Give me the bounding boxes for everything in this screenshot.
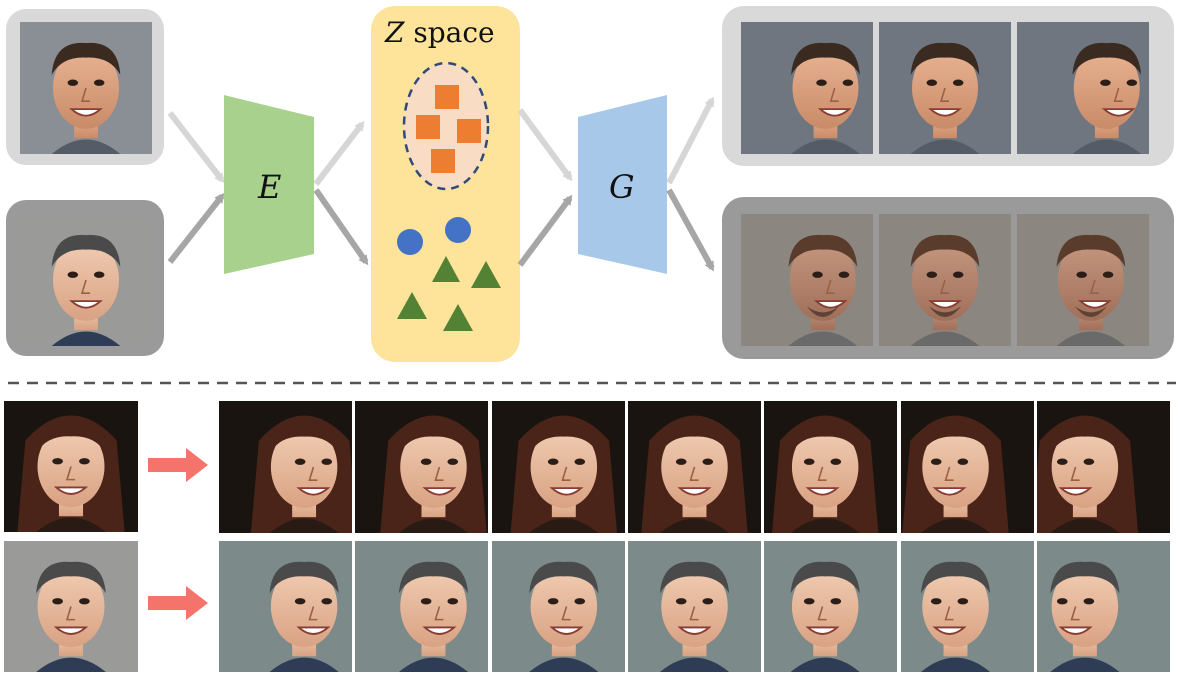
man-rotation-4: [627, 541, 761, 672]
woman-rotation-7: [1036, 401, 1170, 533]
woman-rotation-6: [900, 401, 1034, 533]
transform-arrow-woman: [148, 448, 208, 482]
generator-label: G: [609, 168, 635, 206]
green-triangle-2: [471, 261, 501, 288]
arrow-encoder-to-cluster: [313, 120, 365, 186]
arrow-input-top-to-encoder: [167, 111, 225, 184]
woman-rotation-2: [355, 401, 489, 533]
distorted-face-2: [879, 214, 1011, 346]
encoder-label: E: [258, 168, 282, 206]
woman-rotation-1: [219, 401, 352, 533]
arrow-cluster-to-generator: [517, 108, 573, 182]
man-face-turned-right: [741, 22, 873, 154]
latent-variable: Z: [385, 16, 405, 49]
green-triangle-1: [432, 256, 460, 282]
arrow-generator-to-output-bottom: [666, 188, 715, 272]
arrow-input-bottom-to-encoder: [167, 192, 225, 264]
woman-rotation-3: [491, 401, 625, 533]
green-triangle-3: [397, 292, 427, 319]
encoder-block: [224, 95, 314, 274]
smiling-young-man-face: [20, 22, 152, 154]
orange-square-2: [416, 115, 440, 139]
blue-circle-2: [445, 217, 471, 243]
latent-word: space: [413, 16, 495, 49]
woman-rotation-4: [627, 401, 761, 533]
man-rotation-2: [355, 541, 489, 672]
generator-block: [578, 95, 667, 274]
man-rotation-3: [491, 541, 625, 672]
distorted-face-1: [741, 214, 873, 346]
arrow-generator-to-output-top: [666, 96, 715, 185]
smiling-middle-aged-man-face: [20, 214, 152, 346]
orange-square-3: [457, 119, 481, 143]
arrow-encoder-to-shapes: [313, 188, 369, 266]
green-triangle-4: [443, 304, 473, 331]
man-rotation-1: [219, 541, 352, 672]
man-rotation-5: [764, 541, 898, 672]
square-cluster-boundary: [402, 61, 490, 191]
smiling-man-face: [4, 541, 138, 672]
woman-rotation-5: [764, 401, 898, 533]
man-rotation-6: [900, 541, 1034, 672]
smiling-woman-face: [4, 401, 138, 532]
orange-square-4: [431, 149, 455, 173]
man-face-turned-right-2: [1017, 22, 1149, 154]
man-face-frontal: [879, 22, 1011, 154]
distorted-face-3: [1017, 214, 1149, 346]
blue-circle-1: [397, 229, 423, 255]
man-rotation-7: [1036, 541, 1170, 672]
arrow-shapes-to-generator: [517, 194, 573, 267]
transform-arrow-man: [148, 586, 208, 620]
orange-square-1: [435, 85, 459, 109]
latent-space-title: Z space: [385, 16, 495, 49]
